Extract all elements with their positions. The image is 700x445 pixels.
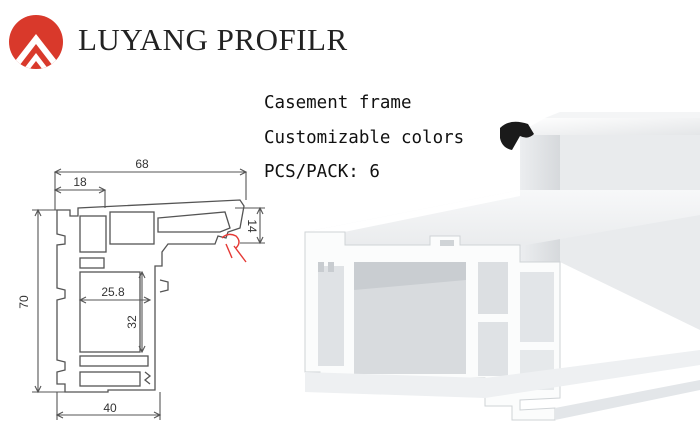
dim-bottom-width: 40	[103, 401, 117, 415]
profile-cross-section-drawing: 68 18 14 70 25.8 32 40	[17, 157, 265, 420]
spec-colors: Customizable colors	[264, 127, 465, 148]
brand-logo	[8, 14, 64, 70]
brand-name: LUYANG PROFILR	[78, 22, 348, 57]
spec-list: Casement frame Customizable colors PCS/P…	[264, 86, 464, 190]
dim-overall-height: 70	[17, 295, 31, 309]
dim-top-offset: 18	[73, 175, 87, 189]
dim-chamber-width: 25.8	[101, 285, 125, 299]
profile-3d-photo	[304, 112, 700, 421]
spec-type: Casement frame	[264, 93, 412, 113]
dim-chamber-height: 32	[125, 315, 139, 329]
dim-right-height: 14	[245, 219, 259, 233]
spec-pack: PCS/PACK: 6	[264, 162, 380, 182]
dim-overall-width: 68	[135, 157, 149, 171]
mountain-circle-logo-icon	[9, 15, 63, 69]
